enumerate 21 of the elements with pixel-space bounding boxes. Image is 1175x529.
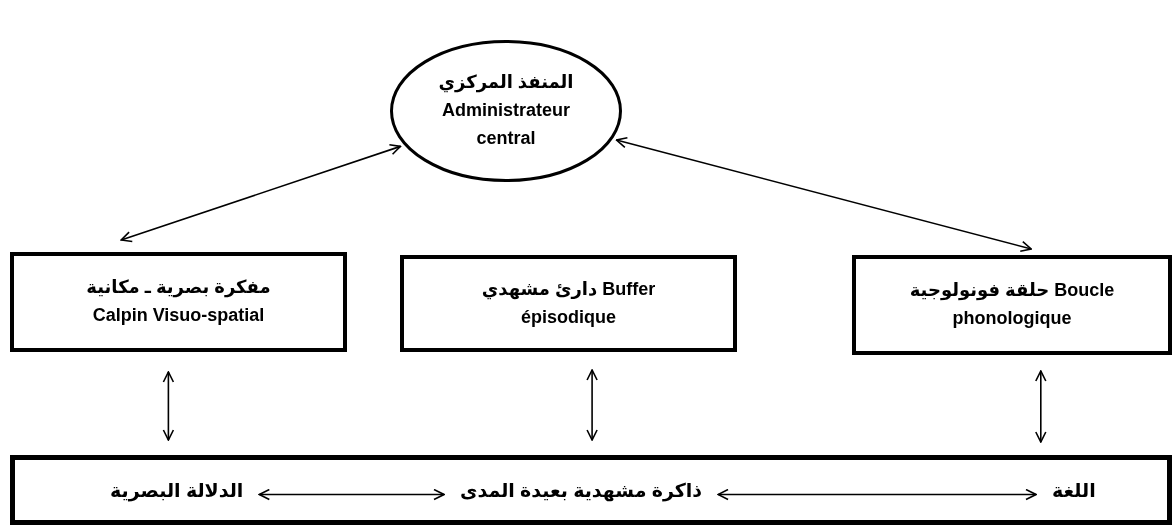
component-label: المنفذ المركزي [438, 71, 574, 95]
double-arrow [1035, 370, 1047, 443]
component-box [852, 255, 1172, 355]
double-arrow [586, 369, 598, 441]
component-label: حلقة فونولوجية Boucle phonologique [908, 279, 1116, 330]
component-label: مفكرة بصرية ـ مكانية [86, 276, 271, 300]
component-label: Administrateur central [441, 99, 571, 150]
component-box [10, 252, 347, 352]
memory-label: ذاكرة مشهدية بعيدة المدى [460, 479, 703, 502]
double-arrow [615, 136, 1032, 253]
memory-label: الدلالة البصرية [110, 479, 244, 502]
memory-band [10, 455, 1172, 525]
double-arrow [258, 488, 445, 501]
component-box [400, 255, 737, 352]
double-arrow [120, 144, 402, 243]
component-label: دارئ مشهدي Buffer épisodique [480, 277, 657, 329]
double-arrow [717, 488, 1037, 501]
component-label: Calpin Visuo-spatial [92, 304, 265, 327]
memory-label: اللغة [1052, 479, 1096, 502]
executive-ellipse [390, 40, 622, 182]
double-arrow [162, 371, 175, 441]
